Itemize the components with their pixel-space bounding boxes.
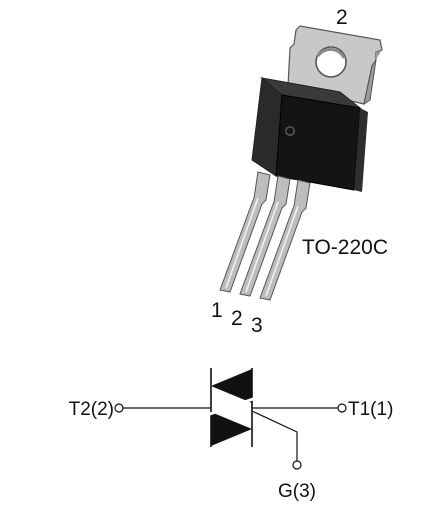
- terminal-t2-circle: [114, 403, 124, 413]
- lead-1: [219, 171, 271, 293]
- terminal-t1-circle: [337, 403, 347, 413]
- lead-label-3: 3: [251, 314, 263, 337]
- triac-divider: [206, 396, 257, 417]
- mounting-hole: [315, 46, 347, 78]
- to220-package: 2 TO-220C 1 2 3: [211, 6, 388, 337]
- lead-label-2: 2: [231, 307, 243, 330]
- terminal-t2-label: T2(2): [69, 399, 114, 420]
- tab-pin-label: 2: [336, 6, 348, 29]
- lead-3: [259, 179, 311, 301]
- package-name-label: TO-220C: [302, 236, 388, 259]
- mounting-tab: [287, 25, 383, 106]
- triangle-upper: [211, 369, 252, 403]
- lead-2: [239, 175, 291, 297]
- lead-label-1: 1: [211, 299, 223, 322]
- package-body: [251, 77, 368, 192]
- pin1-dot: [285, 126, 295, 136]
- triangle-lower: [211, 412, 252, 446]
- terminal-t1-label: T1(1): [348, 399, 393, 420]
- terminal-gate-label: G(3): [278, 481, 316, 502]
- terminal-gate-circle: [292, 460, 302, 470]
- wire-gate: [251, 410, 298, 461]
- package-leads: [219, 171, 311, 301]
- triac-symbol: T2(2) T1(1) G(3): [69, 368, 393, 502]
